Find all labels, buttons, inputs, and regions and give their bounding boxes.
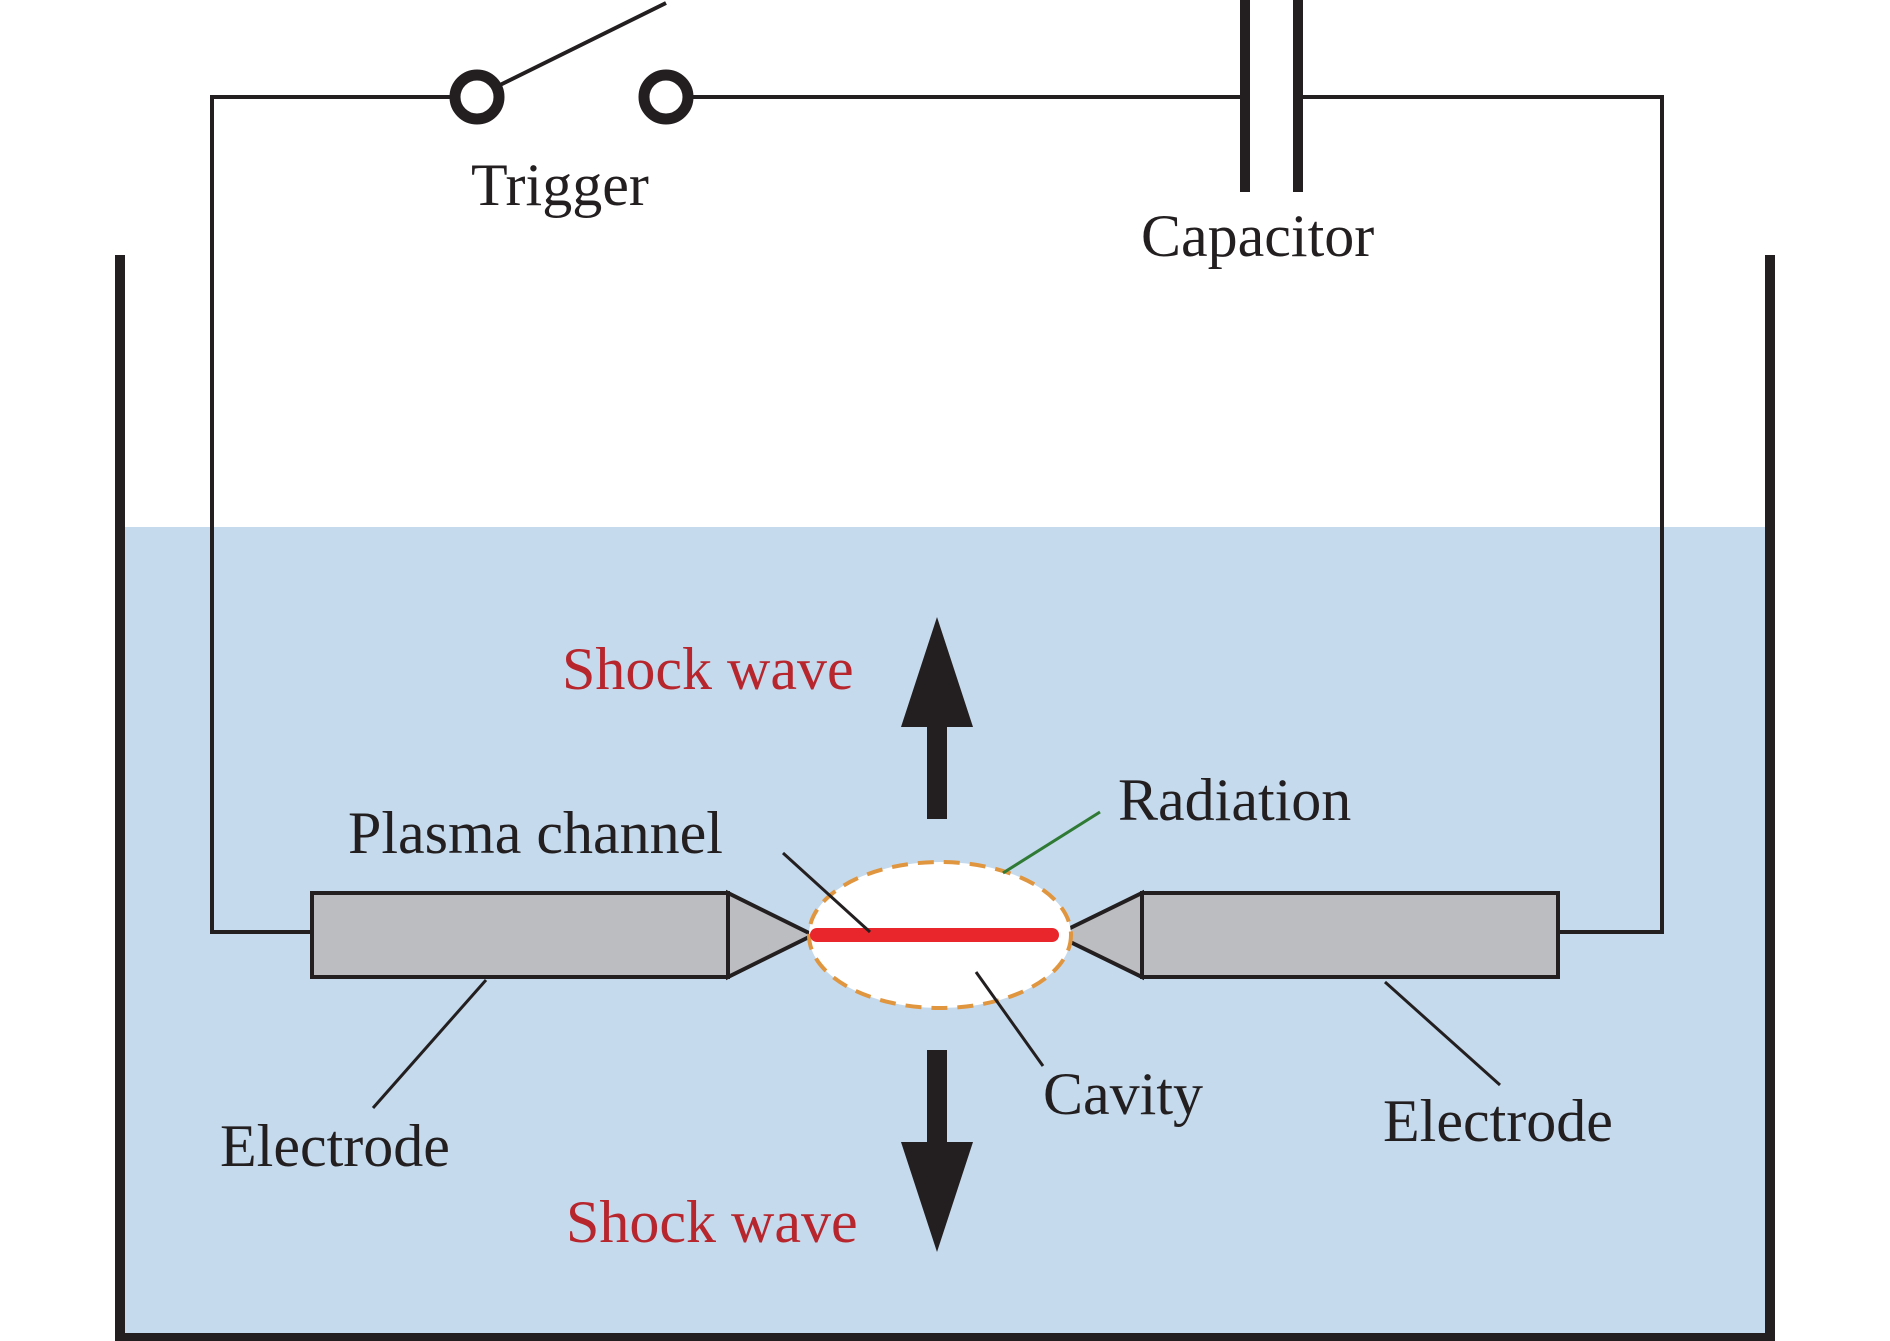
- left-electrode: [310, 889, 818, 981]
- plasma-channel-label: Plasma channel: [348, 800, 723, 866]
- capacitor-symbol: [1240, 0, 1303, 192]
- tank: [115, 255, 1775, 1341]
- radiation-leader-line: [1002, 810, 1101, 875]
- shock-wave-arrow-down: [901, 1050, 973, 1252]
- right-electrode: [1051, 889, 1560, 981]
- capacitor-label: Capacitor: [1141, 203, 1374, 269]
- shock-wave-arrow-up: [901, 617, 973, 819]
- cavity-label: Cavity: [1043, 1061, 1203, 1127]
- electrode-label-left: Electrode: [220, 1113, 450, 1179]
- shock-wave-label-bottom: Shock wave: [566, 1189, 858, 1255]
- radiation-label: Radiation: [1118, 767, 1351, 833]
- trigger-label: Trigger: [471, 152, 649, 218]
- circuit-wires: [210, 95, 1664, 934]
- shock-wave-label-top: Shock wave: [562, 636, 854, 702]
- leader-lines: [371, 851, 1502, 1109]
- trigger-switch: [449, 1, 694, 125]
- electrode-label-right: Electrode: [1383, 1088, 1613, 1154]
